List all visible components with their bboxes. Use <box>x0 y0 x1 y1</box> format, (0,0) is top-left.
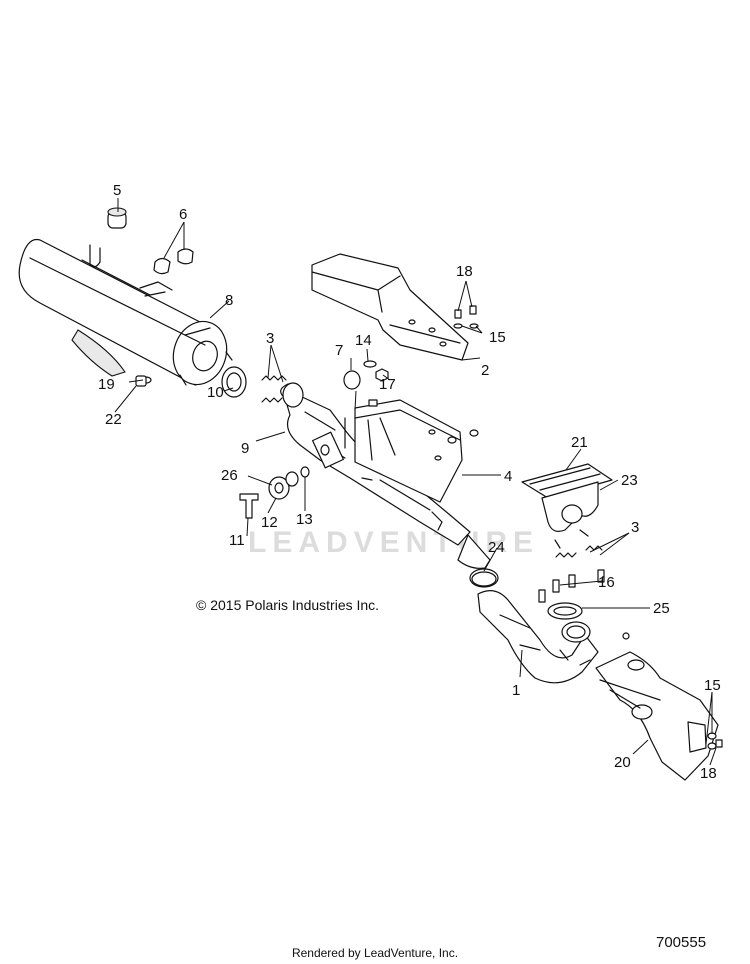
callout-3-right: 3 <box>631 519 639 536</box>
callout-6: 6 <box>179 206 187 223</box>
callout-17: 17 <box>379 376 396 393</box>
fastener-parts-upper[interactable] <box>453 305 479 329</box>
callout-22: 22 <box>105 411 122 428</box>
callout-5: 5 <box>113 182 121 199</box>
grommet-part[interactable] <box>107 207 127 229</box>
gasket-ring-part[interactable] <box>221 366 247 398</box>
flange-gasket-part[interactable] <box>471 571 497 587</box>
callout-21: 21 <box>571 434 588 451</box>
copyright-notice: © 2015 Polaris Industries Inc. <box>196 597 380 613</box>
callout-7: 7 <box>335 342 343 359</box>
leader-lines <box>114 198 717 766</box>
callout-14: 14 <box>355 332 372 349</box>
callout-8: 8 <box>225 292 233 309</box>
callout-3-left: 3 <box>266 330 274 347</box>
callout-11: 11 <box>229 532 245 549</box>
manifold-part[interactable] <box>541 481 599 549</box>
callout-23: 23 <box>621 472 638 489</box>
port-gasket-part[interactable] <box>547 602 583 620</box>
callout-10: 10 <box>207 384 224 401</box>
stud-parts[interactable] <box>538 569 605 603</box>
callout-12: 12 <box>261 514 278 531</box>
watermark-text: LEADVENTURE <box>248 526 539 559</box>
callout-labels: 5 6 8 3 19 10 22 9 7 14 17 18 15 2 4 21 … <box>98 182 721 782</box>
heat-shield-lower-part[interactable] <box>354 399 463 503</box>
callout-2: 2 <box>481 362 489 379</box>
callout-13: 13 <box>296 511 313 528</box>
washer-stack-parts[interactable] <box>268 466 310 500</box>
muffler-part[interactable] <box>18 238 234 392</box>
callout-20: 20 <box>614 754 631 771</box>
callout-9: 9 <box>241 440 249 457</box>
washer-part[interactable] <box>343 370 361 390</box>
callout-18-lower: 18 <box>700 765 717 782</box>
callout-1: 1 <box>512 682 520 699</box>
callout-16: 16 <box>598 574 615 591</box>
bolt-part[interactable] <box>239 493 259 519</box>
callout-19: 19 <box>98 376 115 393</box>
callout-18-upper: 18 <box>456 263 473 280</box>
flat-washer-part[interactable] <box>363 360 377 368</box>
callout-15-lower: 15 <box>704 677 721 694</box>
drawing-number: 700555 <box>656 934 707 951</box>
callout-4: 4 <box>504 468 512 485</box>
spring-parts-left[interactable] <box>261 375 287 403</box>
spring-parts-right[interactable] <box>555 545 603 558</box>
callout-26: 26 <box>221 467 238 484</box>
callout-25: 25 <box>653 600 670 617</box>
rendered-by-footer: Rendered by LeadVenture, Inc. <box>291 946 459 960</box>
shield-nut-parts[interactable] <box>368 399 479 444</box>
callout-15-upper: 15 <box>489 329 506 346</box>
bushing-parts[interactable] <box>153 248 194 275</box>
callout-24: 24 <box>488 539 505 556</box>
head-pipe-shield-part[interactable] <box>595 651 719 781</box>
